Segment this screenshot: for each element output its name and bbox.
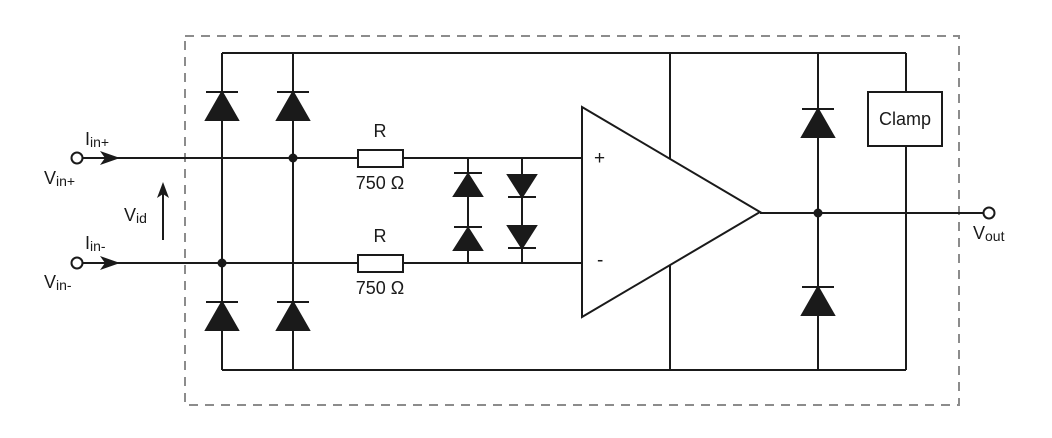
label-iin-minus: Iin- [85, 233, 106, 254]
label-opamp-minus: - [597, 250, 604, 271]
diff-diode-down-2-icon [506, 225, 538, 250]
opamp-triangle [581, 105, 762, 319]
terminal-vout [982, 206, 996, 220]
junction-dots [217, 153, 823, 268]
clamp-block-body [867, 91, 943, 147]
ic-boundary-box [184, 35, 960, 406]
iin-plus-arrow-icon [100, 151, 120, 165]
label-clamp: Clamp [878, 108, 931, 129]
label-resistor-bottom-value: 750 Ω [355, 278, 405, 298]
label-resistor-top-name: R [373, 121, 387, 141]
junction-dot [288, 153, 298, 163]
esd-diode-top-right-icon [275, 89, 311, 121]
resistor-top-body [357, 149, 404, 168]
vid-arrow-icon [157, 182, 169, 240]
output-diode-top-icon [800, 106, 836, 138]
current-arrows [100, 151, 120, 270]
esd-diodes [204, 89, 311, 331]
diff-diode-up-1-icon [452, 172, 484, 197]
label-vin-plus: Vin+ [44, 168, 76, 189]
differential-clamp-diodes [452, 172, 538, 251]
esd-diode-bottom-right-icon [275, 299, 311, 331]
junction-dot [813, 208, 823, 218]
terminal-vin-minus [70, 256, 84, 270]
resistor-bottom-body [357, 254, 404, 273]
label-iin-plus: Iin+ [85, 129, 110, 150]
label-opamp-plus: + [594, 148, 606, 169]
diff-diode-down-1-icon [506, 174, 538, 199]
label-vin-minus: Vin- [44, 272, 72, 293]
esd-diode-top-left-icon [204, 89, 240, 121]
label-vout: Vout [973, 223, 1005, 244]
output-clamp-diodes [800, 106, 836, 316]
iin-minus-arrow-icon [100, 256, 120, 270]
terminal-vin-plus [70, 151, 84, 165]
esd-diode-bottom-left-icon [204, 299, 240, 331]
diff-diode-up-2-icon [452, 226, 484, 251]
output-diode-bottom-icon [800, 284, 836, 316]
label-resistor-bottom-name: R [373, 226, 387, 246]
terminals [70, 151, 996, 270]
label-resistor-top-value: 750 Ω [355, 173, 405, 193]
junction-dot [217, 258, 227, 268]
label-vid: Vid [124, 205, 147, 226]
